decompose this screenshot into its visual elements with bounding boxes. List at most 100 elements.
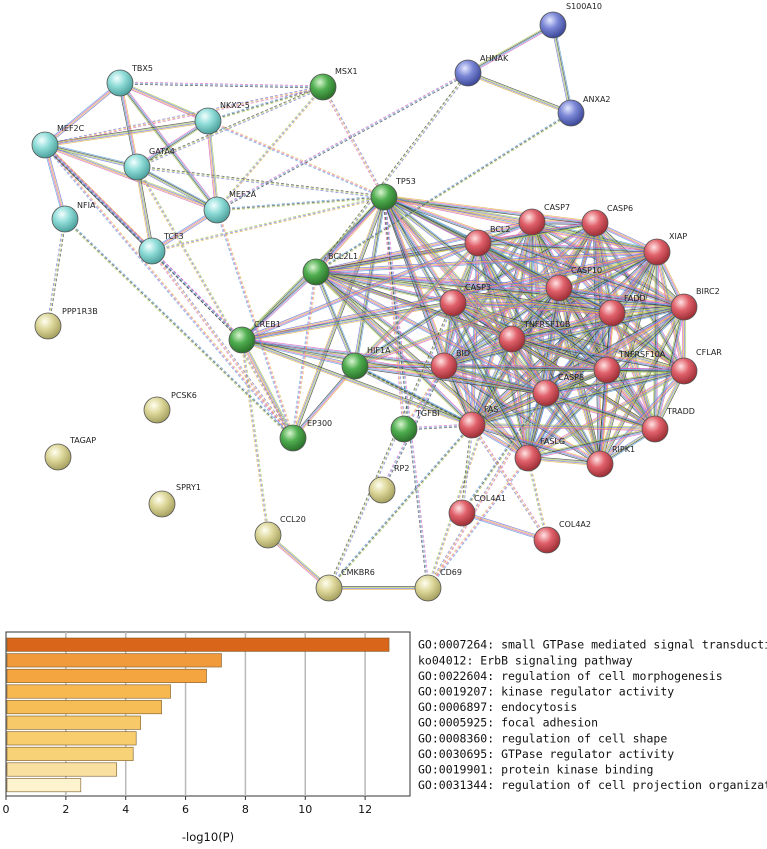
term-label: GO:0006897: endocytosis xyxy=(418,700,577,714)
edge-GATA4-TCF3 xyxy=(135,166,154,252)
x-tick-label: 12 xyxy=(358,803,372,816)
term-label: GO:0007264: small GTPase mediated signal… xyxy=(418,638,767,652)
node-fadd[interactable]: FADD xyxy=(598,294,646,327)
node-tnfrsf10a[interactable]: TNFRSF10A xyxy=(593,350,666,384)
node-col4a2[interactable]: COL4A2 xyxy=(533,520,591,554)
edge-COL4A2-FAS xyxy=(470,424,549,541)
node-birc2[interactable]: BIRC2 xyxy=(670,287,720,321)
node-fas[interactable]: FAS xyxy=(458,405,498,439)
node-casp8[interactable]: CASP8 xyxy=(532,373,584,407)
node-xiap[interactable]: XIAP xyxy=(643,232,687,266)
node-label: EP300 xyxy=(307,419,332,428)
edge-TNFRSF10B-CFLAR xyxy=(511,337,685,373)
node-label: PPP1R3B xyxy=(62,307,98,316)
edge-TP53-BIRC2 xyxy=(383,195,685,309)
node-label: CASP3 xyxy=(465,283,491,292)
node-nfia[interactable]: NFIA xyxy=(51,201,96,233)
edge-BCL2-BIRC2 xyxy=(477,241,685,309)
node-s100a10[interactable]: S100A10 xyxy=(539,2,602,39)
x-axis-title: -log10(P) xyxy=(182,830,234,844)
edge-CASP8-TRADD xyxy=(545,391,656,431)
node-casp10[interactable]: CASP10 xyxy=(545,266,602,302)
edge-BIRC2-TNFRSF10B xyxy=(511,305,685,341)
node-gata4[interactable]: GATA4 xyxy=(123,147,175,181)
term-label: GO:0031344: regulation of cell projectio… xyxy=(418,778,767,792)
edge-CMKBR6-CASP3 xyxy=(327,302,455,589)
node-cd69[interactable]: CD69 xyxy=(414,568,462,602)
node-label: BCL2 xyxy=(490,225,510,234)
edge-MSX1-TP53 xyxy=(321,86,386,198)
edge-MEF2A-AHNAK xyxy=(216,71,469,212)
node-pcsk6[interactable]: PCSK6 xyxy=(143,391,197,424)
node-label: SPRY1 xyxy=(176,483,201,492)
node-mef2a[interactable]: MEF2A xyxy=(203,190,257,224)
bar-3 xyxy=(6,668,207,683)
node-label: FASLG xyxy=(540,437,565,446)
edge-NFIA-EP300 xyxy=(63,217,295,440)
node-ep300[interactable]: EP300 xyxy=(279,419,332,452)
edge-TCF3-EP300 xyxy=(150,250,295,439)
node-cmkbr6[interactable]: CMKBR6 xyxy=(315,568,375,602)
bar-6 xyxy=(6,715,141,730)
node-bcl2[interactable]: BCL2 xyxy=(464,225,510,257)
node-anxa2[interactable]: ANXA2 xyxy=(557,95,611,127)
node-tgfbi[interactable]: TGFBI xyxy=(390,409,440,443)
node-label: RIPK1 xyxy=(612,445,635,454)
node-casp7[interactable]: CASP7 xyxy=(518,203,570,236)
edge-TP53-FAS xyxy=(382,196,474,426)
node-creb1[interactable]: CREB1 xyxy=(228,320,281,354)
node-label: S100A10 xyxy=(566,2,602,11)
node-bid[interactable]: BID xyxy=(430,349,470,380)
x-tick-label: 4 xyxy=(122,803,129,816)
node-tbx5[interactable]: TBX5 xyxy=(106,64,153,97)
node-mef2c[interactable]: MEF2C xyxy=(31,124,85,159)
node-casp6[interactable]: CASP6 xyxy=(581,204,633,237)
node-tp53[interactable]: TP53 xyxy=(370,177,416,211)
node-ahnak[interactable]: AHNAK xyxy=(454,54,509,87)
node-hif1a[interactable]: HIF1A xyxy=(341,346,391,380)
term-label: GO:0019207: kinase regulator activity xyxy=(418,685,674,699)
edge-GATA4-NKX2-5 xyxy=(135,119,210,169)
term-label: GO:0022604: regulation of cell morphogen… xyxy=(418,669,723,683)
x-tick-label: 0 xyxy=(3,803,10,816)
node-ccl20[interactable]: CCL20 xyxy=(254,515,306,549)
edge-TP53-EP300 xyxy=(291,196,386,439)
node-label: CCL20 xyxy=(280,515,306,524)
edge-CD69-CASP8 xyxy=(426,392,548,589)
node-ripk1[interactable]: RIPK1 xyxy=(586,445,635,478)
node-col4a1[interactable]: COL4A1 xyxy=(448,494,506,527)
bar-7 xyxy=(6,731,137,746)
node-tradd[interactable]: TRADD xyxy=(641,407,695,443)
node-cflar[interactable]: CFLAR xyxy=(670,348,722,385)
node-tcf3[interactable]: TCF3 xyxy=(138,232,184,265)
edge-CREB1-BID xyxy=(241,337,445,369)
x-tick-label: 8 xyxy=(242,803,249,816)
node-rp2[interactable]: RP2 xyxy=(368,464,409,504)
node-bcl2l1[interactable]: BCL2L1 xyxy=(302,252,358,286)
node-casp3[interactable]: CASP3 xyxy=(439,283,491,317)
node-label: HIF1A xyxy=(367,346,391,355)
bar-2 xyxy=(6,653,222,668)
node-nkx2-5[interactable]: NKX2-5 xyxy=(194,101,250,135)
bar-1 xyxy=(6,637,390,652)
edge-CFLAR-RIPK1 xyxy=(598,369,686,466)
node-ppp1r3b[interactable]: PPP1R3B xyxy=(34,307,98,340)
edge-COL4A1-COL4A2 xyxy=(461,511,548,542)
node-faslg[interactable]: FASLG xyxy=(514,437,565,472)
node-label: CASP6 xyxy=(607,204,633,213)
edge-COL4A2-FASLG xyxy=(526,457,549,541)
node-tagap[interactable]: TAGAP xyxy=(44,436,96,471)
edge-BCL2L1-XIAP xyxy=(315,249,658,275)
node-label: TAGAP xyxy=(69,436,96,445)
node-label: XIAP xyxy=(669,232,687,241)
node-label: CASP8 xyxy=(558,373,584,382)
node-tnfrsf10b[interactable]: TNFRSF10B xyxy=(498,320,570,353)
node-msx1[interactable]: MSX1 xyxy=(309,67,358,101)
node-label: CASP10 xyxy=(571,266,602,275)
node-label: TCF3 xyxy=(163,232,184,241)
x-tick-label: 6 xyxy=(182,803,189,816)
edge-CMKBR6-FAS xyxy=(327,424,474,589)
edge-GATA4-MSX1 xyxy=(136,85,324,169)
node-spry1[interactable]: SPRY1 xyxy=(148,483,201,518)
node-label: CD69 xyxy=(440,568,462,577)
